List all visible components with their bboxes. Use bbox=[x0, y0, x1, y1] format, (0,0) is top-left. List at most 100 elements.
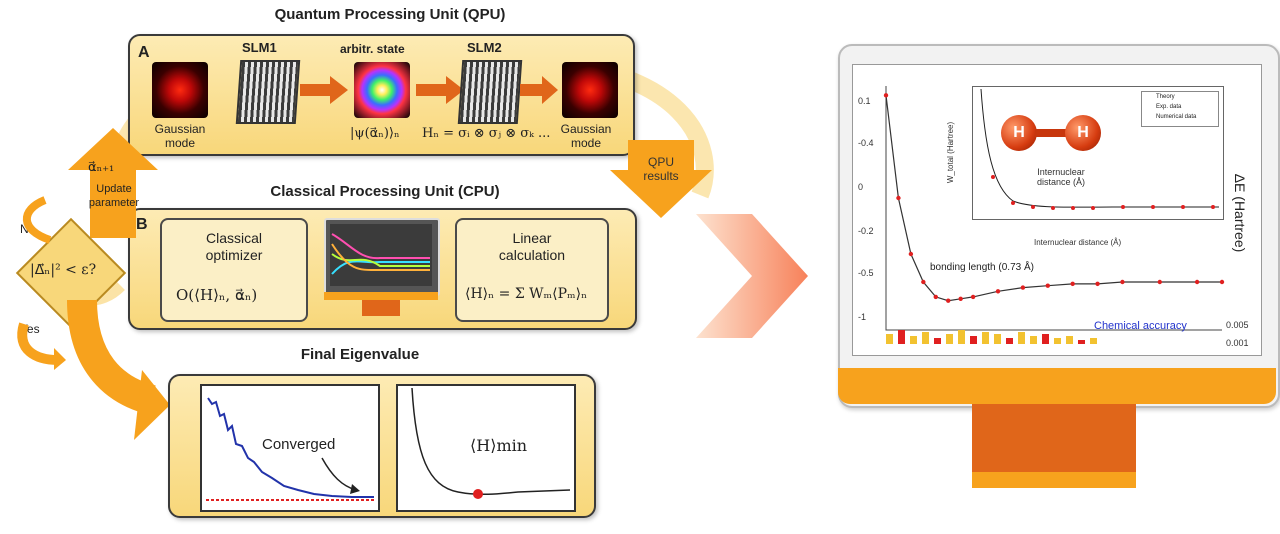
qpu-results-label: QPU results bbox=[643, 155, 679, 183]
error-bar bbox=[1066, 336, 1073, 344]
no-arrow-icon bbox=[22, 196, 52, 244]
y-tick-label: 0.1 bbox=[858, 96, 871, 106]
optimizer-expression: O(⟨H⟩ₙ, α⃗ₙ) bbox=[176, 286, 258, 304]
energy-data-point bbox=[946, 298, 951, 303]
energy-data-point bbox=[1120, 279, 1125, 285]
right-tick-label: 0.001 bbox=[1226, 338, 1249, 348]
qpu-results-arrow-icon bbox=[610, 140, 712, 218]
output-mode-label: Gaussian mode bbox=[560, 122, 612, 150]
cpu-label: B bbox=[136, 216, 148, 233]
slm1-label: SLM1 bbox=[242, 40, 277, 55]
slm2-icon bbox=[457, 60, 523, 124]
right-y-axis-label: ΔE (Hartree) bbox=[1232, 173, 1248, 253]
convergence-check-diamond: |Δ⃗ₙ|² < ε? bbox=[15, 217, 127, 329]
bonding-length-label: bonding length (0.73 Å) bbox=[930, 262, 1034, 273]
energy-data-point bbox=[933, 294, 938, 300]
converged-arrow-icon bbox=[321, 457, 360, 494]
slm1-icon bbox=[235, 60, 301, 124]
optimizer-title: Classical optimizer bbox=[205, 230, 263, 263]
energy-data-point bbox=[908, 251, 914, 257]
update-parameter-label: Update parameter bbox=[88, 183, 140, 209]
error-bar bbox=[910, 336, 917, 344]
energy-data-point bbox=[1194, 279, 1200, 285]
left-tick-labels: 0.1 -0.4 0 -0.2 -0.5 -1 bbox=[858, 80, 880, 350]
error-bar bbox=[1090, 338, 1097, 344]
monitor-base bbox=[972, 472, 1136, 488]
energy-data-point bbox=[958, 296, 963, 301]
update-symbol: α⃗ₙ₊₁ bbox=[88, 160, 115, 175]
error-bar bbox=[946, 334, 953, 344]
y-tick-label: -0.4 bbox=[858, 138, 874, 148]
error-bar bbox=[1030, 336, 1037, 344]
chevron-right-icon bbox=[696, 214, 808, 338]
optimizer-box: Classical optimizer O(⟨H⟩ₙ, α⃗ₙ) bbox=[160, 218, 308, 322]
chemical-accuracy-label: Chemical accuracy bbox=[1094, 320, 1187, 332]
energy-data-point bbox=[1045, 283, 1050, 288]
y-tick-label: -1 bbox=[858, 312, 867, 322]
inset-plot: H H Internuclear distance (Å) Theory Exp… bbox=[972, 86, 1224, 220]
linear-expression: ⟨H⟩ₙ = Σ Wₘ⟨Pₘ⟩ₙ bbox=[465, 286, 588, 302]
hydrogen-atom-right: H bbox=[1065, 115, 1101, 151]
error-bar bbox=[970, 336, 977, 344]
y-tick-label: -0.5 bbox=[858, 268, 874, 278]
convergence-plot: Converged bbox=[200, 384, 380, 512]
error-bars bbox=[880, 318, 1220, 346]
error-bar bbox=[1078, 340, 1085, 344]
error-bar bbox=[958, 330, 965, 344]
error-bar bbox=[886, 334, 893, 344]
slm2-label: SLM2 bbox=[467, 40, 502, 55]
bond-icon bbox=[1035, 129, 1067, 137]
qpu-title: Quantum Processing Unit (QPU) bbox=[274, 6, 506, 23]
energy-curve-chart bbox=[883, 86, 1225, 331]
final-eigenvalue-panel: Converged ⟨H⟩min bbox=[168, 374, 596, 518]
error-bar bbox=[1006, 338, 1013, 344]
energy-data-point bbox=[1157, 279, 1162, 285]
linear-calculation-box: Linear calculation ⟨H⟩ₙ = Σ Wₘ⟨Pₘ⟩ₙ bbox=[455, 218, 609, 322]
hamiltonian-expression: Hₙ = σᵢ ⊗ σⱼ ⊗ σₖ ... bbox=[422, 126, 551, 141]
energy-data-point bbox=[1070, 281, 1075, 287]
arbitrary-state-icon bbox=[354, 62, 410, 118]
energy-data-point bbox=[896, 195, 901, 201]
arrow-right-icon bbox=[520, 76, 558, 104]
error-bar bbox=[922, 332, 929, 344]
error-bar bbox=[1054, 338, 1061, 344]
error-bar bbox=[1018, 332, 1025, 344]
energy-data-point bbox=[970, 294, 976, 300]
y-tick-label: -0.2 bbox=[858, 226, 874, 236]
arbitrary-state-label: arbitr. state bbox=[340, 42, 405, 56]
final-eigenvalue-arrow-icon bbox=[67, 300, 170, 440]
input-mode-label: Gaussian mode bbox=[154, 122, 206, 150]
cpu-title: Classical Processing Unit (CPU) bbox=[270, 183, 500, 200]
energy-data-point bbox=[883, 93, 889, 98]
output-gaussian-beam bbox=[562, 62, 618, 118]
legend-theory: Theory bbox=[1156, 94, 1175, 100]
energy-data-point bbox=[1095, 281, 1100, 287]
hmin-label: ⟨H⟩min bbox=[470, 436, 528, 455]
legend-exp: Exp. data bbox=[1156, 104, 1182, 110]
minimum-energy-plot: ⟨H⟩min bbox=[396, 384, 576, 512]
inset-x-axis-label: Internuclear distance (Å) bbox=[1034, 238, 1122, 247]
arrow-right-icon bbox=[300, 76, 348, 104]
error-bar bbox=[898, 330, 905, 344]
input-gaussian-beam bbox=[152, 62, 208, 118]
chart-axes bbox=[885, 86, 1222, 331]
inset-y-axis-label: W_total (Hartree) bbox=[946, 121, 956, 184]
energy-data-point bbox=[1219, 279, 1225, 285]
monitor-stand bbox=[972, 404, 1136, 472]
cpu-monitor-icon bbox=[324, 218, 440, 318]
inset-distance-label: Internuclear distance (Å) bbox=[1036, 167, 1086, 187]
final-eigenvalue-title: Final Eigenvalue bbox=[300, 346, 420, 363]
converged-label: Converged bbox=[262, 436, 336, 453]
qpu-panel: A Gaussian mode SLM1 arbitr. state SLM2 … bbox=[128, 34, 635, 156]
linear-title: Linear calculation bbox=[498, 230, 566, 263]
y-tick-label: 0 bbox=[858, 182, 864, 192]
inset-legend: Theory Exp. data Numerical data bbox=[1141, 91, 1219, 127]
right-tick-label: 0.005 bbox=[1226, 320, 1249, 330]
error-bar bbox=[994, 334, 1001, 344]
condition-text: |Δ⃗ₙ|² < ε? bbox=[30, 262, 97, 278]
error-bar bbox=[982, 332, 989, 344]
yes-arrow-icon bbox=[17, 322, 66, 370]
monitor-bezel bbox=[838, 368, 1276, 404]
update-parameter-arrow-icon bbox=[68, 128, 158, 238]
error-bar bbox=[1042, 334, 1049, 344]
